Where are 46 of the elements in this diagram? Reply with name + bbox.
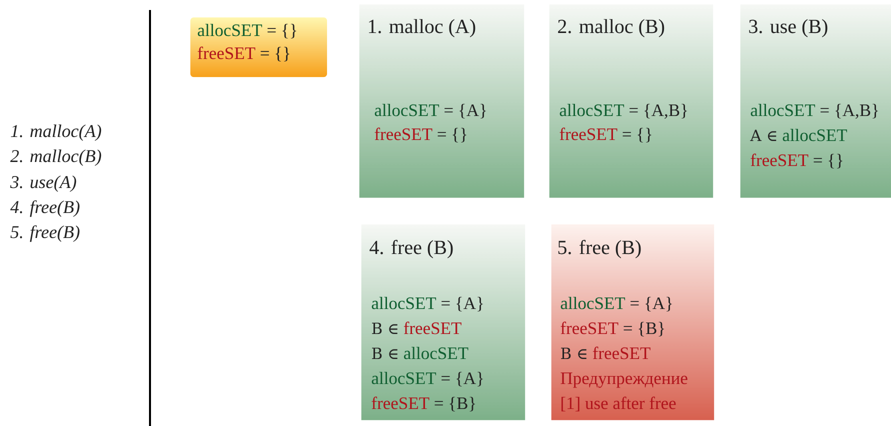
code-text: allocSET bbox=[404, 346, 468, 360]
code-text: [1] use after free bbox=[562, 396, 676, 412]
code-text: freeSET bbox=[404, 322, 462, 334]
code-text: = {A} bbox=[442, 372, 483, 386]
code-line: 4. free(B) bbox=[10, 200, 80, 217]
code-text: allocSET bbox=[372, 296, 436, 310]
code-text: = {} bbox=[438, 128, 466, 142]
code-text: = {A,B} bbox=[630, 104, 687, 119]
step-title: 3. use (B) bbox=[749, 19, 828, 38]
step-title: 5. free (B) bbox=[558, 240, 641, 258]
code-text: A ∈ bbox=[750, 130, 776, 141]
step-title: 2. malloc (B) bbox=[558, 19, 664, 38]
code-text: freeSET bbox=[372, 396, 430, 410]
code-text: freeSET bbox=[560, 128, 618, 140]
code-text: allocSET bbox=[374, 104, 440, 116]
code-text: freeSET bbox=[374, 128, 432, 140]
code-text: B ∈ bbox=[372, 322, 398, 334]
code-text: allocSET bbox=[750, 104, 816, 116]
code-line: 3. use(A) bbox=[10, 176, 76, 192]
code-text: Предупреждение bbox=[560, 372, 688, 388]
step-title: 1. malloc (A) bbox=[368, 19, 476, 38]
code-text: = {A} bbox=[442, 296, 483, 312]
code-text: B ∈ bbox=[372, 348, 398, 359]
code-text: = {} bbox=[268, 24, 296, 38]
code-text: = {B} bbox=[434, 396, 475, 412]
code-text: allocSET bbox=[560, 104, 624, 116]
code-text: = {A,B} bbox=[820, 104, 878, 119]
code-text: B ∈ bbox=[561, 348, 586, 359]
code-line: 1. malloc(A) bbox=[10, 124, 102, 141]
code-text: = {B} bbox=[624, 322, 664, 336]
code-text: allocSET bbox=[782, 128, 848, 142]
step-title: 4. free (B) bbox=[370, 240, 453, 258]
code-line: 5. free(B) bbox=[10, 225, 80, 242]
code-text: freeSET bbox=[750, 154, 808, 166]
code-text: = {} bbox=[622, 128, 652, 142]
code-text: allocSET bbox=[372, 372, 436, 384]
code-text: = {} bbox=[814, 154, 842, 168]
code-text: allocSET bbox=[198, 24, 262, 36]
code-text: allocSET bbox=[560, 296, 626, 310]
code-text: = {A} bbox=[630, 296, 672, 312]
code-text: freeSET bbox=[198, 46, 256, 60]
code-text: freeSET bbox=[592, 346, 650, 360]
code-text: freeSET bbox=[560, 322, 618, 334]
code-line: 2. malloc(B) bbox=[10, 150, 102, 166]
code-text: = {A} bbox=[444, 104, 486, 118]
code-text: = {} bbox=[260, 46, 290, 62]
